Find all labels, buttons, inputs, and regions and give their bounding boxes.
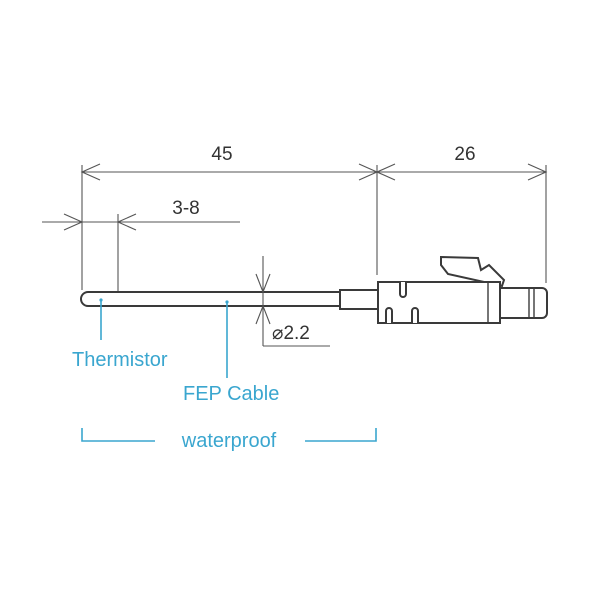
waterproof-bracket: waterproof [81,428,377,452]
connector-latch [440,255,506,288]
arrow-left-icon [375,163,396,181]
dimension-45-label: 45 [211,144,232,165]
arrow-right-icon [63,213,84,231]
arrow-left-icon [80,163,101,181]
dimension-diameter: ⌀2.2 [255,256,330,347]
arrow-right-icon [527,163,548,181]
arrow-up-icon [255,304,271,325]
dimension-26: 26 [375,144,548,283]
dimension-3-8: 3-8 [42,198,240,292]
thermistor-label: Thermistor [72,349,168,371]
dimension-3-8-label: 3-8 [172,198,199,219]
callout-fep-cable: FEP Cable [183,300,279,405]
dimension-26-label: 26 [454,144,475,165]
connector [339,255,548,324]
arrow-down-icon [255,273,271,294]
dimension-diameter-label: ⌀2.2 [272,323,310,344]
probe-cable [80,291,340,307]
arrow-left-icon [116,213,137,231]
waterproof-label: waterproof [181,430,277,452]
dimension-45: 45 [80,144,379,290]
fep-cable-label: FEP Cable [183,383,279,405]
callout-thermistor: Thermistor [72,298,168,371]
